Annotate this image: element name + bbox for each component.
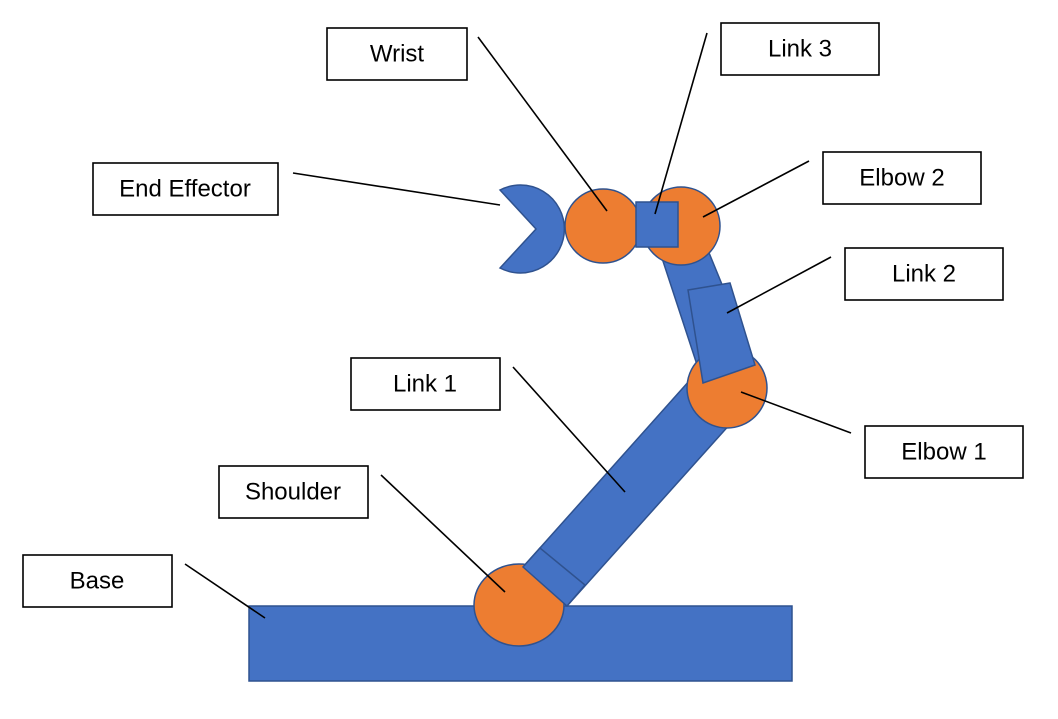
label-elbow-1-text: Elbow 1 bbox=[901, 439, 986, 466]
label-shoulder-text: Shoulder bbox=[245, 479, 341, 506]
label-shoulder: Shoulder bbox=[218, 465, 369, 519]
label-link-1-text: Link 1 bbox=[393, 371, 457, 398]
elbow2-leader bbox=[702, 160, 810, 218]
label-base: Base bbox=[22, 554, 173, 608]
end-effector-leader bbox=[292, 172, 501, 206]
label-link-1: Link 1 bbox=[350, 357, 501, 411]
wrist-joint bbox=[564, 188, 642, 264]
label-link-2-text: Link 2 bbox=[892, 261, 956, 288]
label-link-3: Link 3 bbox=[720, 22, 880, 76]
label-elbow-2-text: Elbow 2 bbox=[859, 165, 944, 192]
end-effector bbox=[498, 184, 566, 274]
label-wrist: Wrist bbox=[326, 27, 468, 81]
link2-leader bbox=[726, 256, 832, 314]
elbow1-leader bbox=[740, 391, 852, 434]
label-link-3-text: Link 3 bbox=[768, 36, 832, 63]
link1-leader bbox=[512, 366, 626, 493]
label-end-effector-text: End Effector bbox=[119, 176, 251, 203]
label-base-text: Base bbox=[70, 568, 125, 595]
link-1-base-end bbox=[521, 546, 587, 608]
label-elbow-1: Elbow 1 bbox=[864, 425, 1024, 479]
label-elbow-2: Elbow 2 bbox=[822, 151, 982, 205]
label-end-effector: End Effector bbox=[92, 162, 279, 216]
label-link-2: Link 2 bbox=[844, 247, 1004, 301]
link3-leader bbox=[654, 32, 708, 215]
base-leader bbox=[184, 563, 266, 619]
wrist-leader bbox=[477, 36, 608, 212]
label-wrist-text: Wrist bbox=[370, 41, 425, 68]
link-2-tip bbox=[687, 282, 756, 385]
shoulder-leader bbox=[380, 474, 506, 593]
